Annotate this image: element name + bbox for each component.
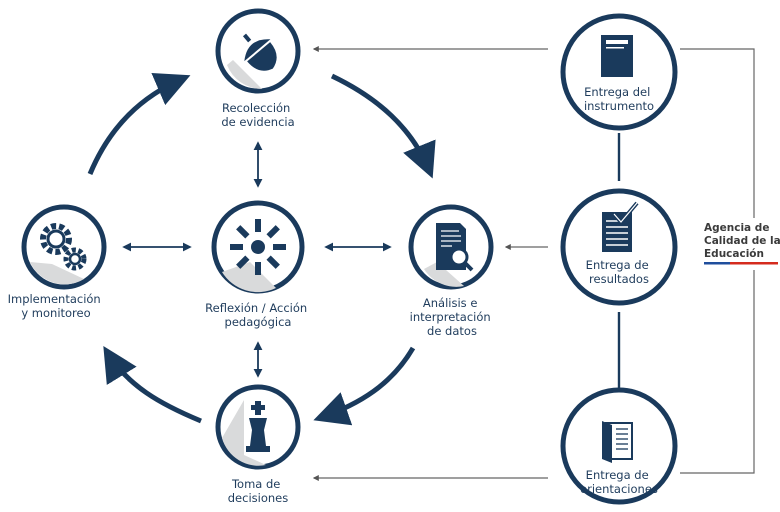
node-toma	[215, 384, 301, 470]
checklist-icon	[602, 201, 639, 252]
cycle-arrow-analisis-toma	[313, 346, 416, 426]
node-analisis	[408, 204, 494, 290]
node-instrumento	[560, 13, 678, 131]
agency-flag-blue	[704, 262, 730, 265]
acorn-icon	[242, 33, 277, 71]
label-resultados: Entrega de resultados	[586, 258, 653, 286]
sunburst-icon	[230, 219, 286, 275]
label-analisis: Análisis e interpretación de datos	[410, 296, 495, 338]
agency-connectors	[312, 46, 755, 481]
document-icon	[601, 35, 633, 77]
node-resultados	[560, 188, 678, 306]
label-reflexion: Reflexión / Acción pedagógica	[205, 301, 311, 329]
agency-label: Agencia de Calidad de la Educación	[704, 222, 780, 260]
label-orientaciones: Entrega de orientaciones	[580, 468, 658, 496]
label-toma: Toma de decisiones	[228, 477, 288, 505]
node-implementacion	[21, 204, 107, 290]
agency-flag-red	[730, 262, 778, 265]
book-icon	[602, 421, 633, 463]
label-instrumento: Entrega del instrumento	[584, 85, 654, 113]
chess-king-icon	[246, 401, 270, 452]
node-recoleccion	[215, 8, 301, 94]
label-implementacion: Implementación y monitoreo	[8, 292, 105, 320]
document-magnifier-icon	[436, 223, 474, 272]
cycle-arrow-recoleccion-analisis	[330, 73, 436, 179]
gears-icon	[40, 223, 87, 271]
cycle-arrow-toma-implementacion	[103, 346, 202, 424]
agency-block-bg	[700, 218, 780, 270]
node-orientaciones	[560, 387, 678, 505]
label-recoleccion: Recolección de evidencia	[221, 101, 294, 129]
cycle-arrow-implementacion-recoleccion	[87, 72, 191, 175]
node-reflexion	[211, 200, 305, 294]
